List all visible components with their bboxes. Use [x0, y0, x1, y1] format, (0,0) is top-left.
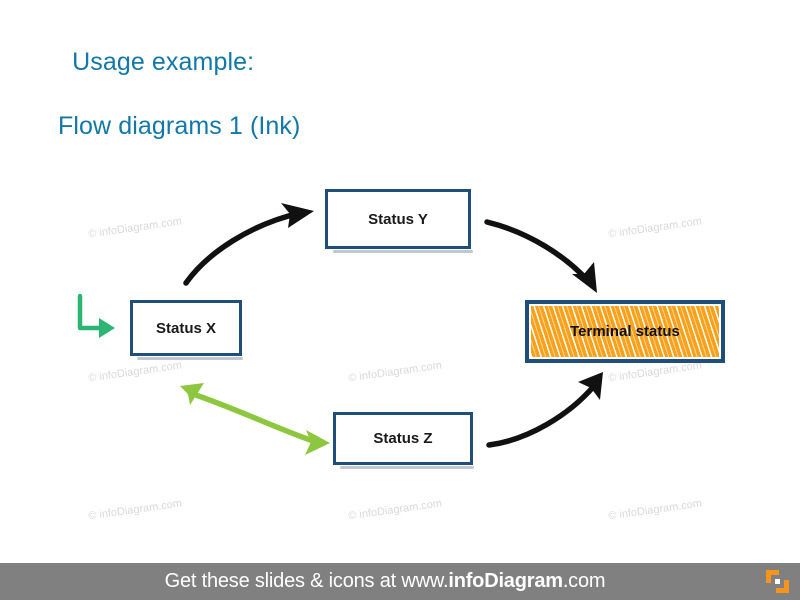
x-z-bidirectional-connector: [180, 383, 330, 455]
footer-text-suffix: .com: [562, 570, 606, 592]
entry-arrow-connector: [77, 293, 115, 338]
watermark: © infoDiagram.com: [87, 359, 183, 385]
page-title: Usage example: Flow diagrams 1 (Ink): [58, 14, 300, 174]
node-status-z-label: Status Z: [373, 430, 433, 447]
box-ink-shadow: [137, 357, 243, 360]
flow-diagram: © infoDiagram.com © infoDiagram.com © in…: [77, 189, 725, 523]
footer-text-prefix: Get these slides & icons at www.: [164, 570, 449, 592]
watermark: © infoDiagram.com: [607, 359, 703, 385]
page-title-line-2: Flow diagrams 1 (Ink): [58, 112, 301, 140]
connector-layer: [77, 203, 603, 455]
watermark: © infoDiagram.com: [347, 359, 443, 385]
page-title-line-1: Usage example:: [72, 48, 255, 76]
node-status-x[interactable]: Status X: [130, 300, 242, 356]
footer-text: Get these slides & icons at www.infoDiag…: [0, 563, 800, 600]
node-terminal-status-label: Terminal status: [570, 323, 680, 340]
x-to-y-connector: [183, 203, 314, 286]
orange-hatch-fill: [531, 306, 719, 357]
footer-bar: Get these slides & icons at www.infoDiag…: [0, 563, 800, 600]
infodiagram-logo-icon: [766, 570, 789, 593]
watermark: © infoDiagram.com: [347, 497, 443, 523]
y-to-terminal-connector: [484, 219, 597, 293]
node-status-z[interactable]: Status Z: [333, 412, 473, 465]
watermark: © infoDiagram.com: [607, 497, 703, 523]
node-status-x-label: Status X: [155, 319, 216, 337]
z-to-terminal-connector: [486, 372, 603, 448]
node-status-y[interactable]: Status Y: [325, 189, 471, 249]
box-ink-shadow: [340, 466, 474, 469]
node-terminal-status[interactable]: Terminal status: [525, 300, 725, 363]
footer-brand: infoDiagram: [448, 570, 563, 592]
node-status-y-label: Status Y: [368, 210, 428, 228]
watermark: © infoDiagram.com: [607, 215, 703, 241]
watermark: © infoDiagram.com: [87, 497, 183, 523]
watermark: © infoDiagram.com: [87, 215, 183, 241]
box-ink-shadow: [333, 250, 473, 253]
